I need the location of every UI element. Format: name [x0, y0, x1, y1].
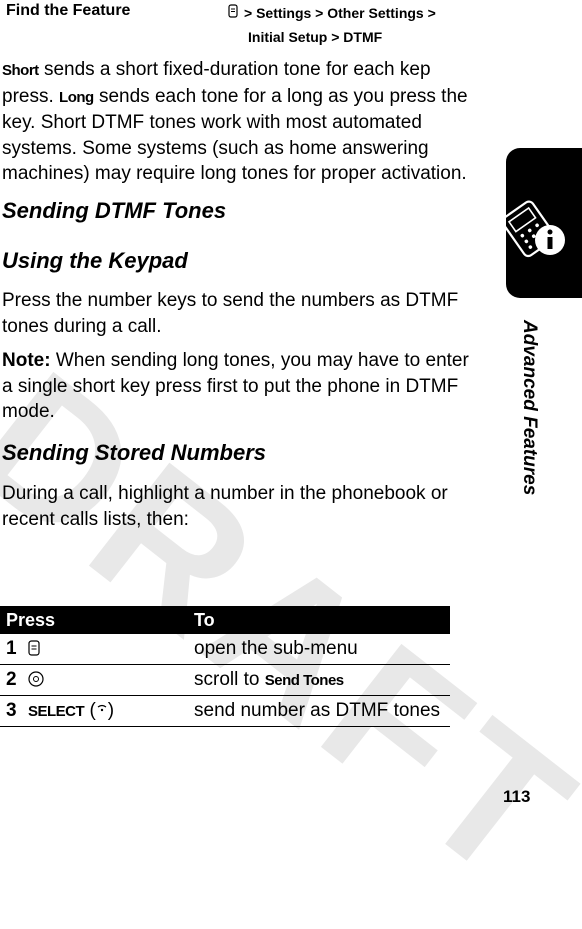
- table-row: 3 SELECT () send number as DTMF tones: [0, 695, 450, 727]
- note-text: When sending long tones, you may have to…: [2, 350, 469, 422]
- table-row: 2 scroll to Send Tones: [0, 664, 450, 696]
- heading-sending-dtmf: Sending DTMF Tones: [2, 198, 227, 223]
- row-number: 1: [0, 634, 22, 665]
- feature-path: > Settings > Other Settings > Initial Se…: [228, 1, 436, 49]
- long-keyword: Long: [59, 88, 94, 106]
- select-softkey-icon: (): [89, 700, 115, 721]
- press-key-cell: SELECT (): [22, 695, 188, 727]
- press-table: Press To 1 open the sub-menu 2: [0, 606, 450, 727]
- chapter-tab: [506, 148, 582, 298]
- send-tones-keyword: Send Tones: [264, 672, 344, 689]
- row-number: 2: [0, 664, 22, 696]
- phone-info-icon: [506, 200, 565, 258]
- note-label: Note:: [2, 350, 51, 371]
- press-key-cell: [22, 664, 188, 696]
- action-cell: send number as DTMF tones: [188, 695, 450, 727]
- long-text: sends each tone for a long as you press …: [2, 85, 468, 185]
- select-key-label: SELECT: [28, 703, 85, 720]
- keypad-paragraph: Press the number keys to send the number…: [2, 290, 459, 337]
- feature-path-line1: > Settings > Other Settings >: [244, 5, 436, 21]
- feature-path-line2: Initial Setup > DTMF: [248, 29, 383, 45]
- table-row: 1 open the sub-menu: [0, 634, 450, 665]
- nav-key-icon: [28, 671, 44, 689]
- press-key-cell: [22, 634, 188, 665]
- chapter-side-label: Advanced Features: [519, 320, 540, 495]
- find-feature-label: Find the Feature: [6, 2, 131, 19]
- col-press-header: Press: [0, 606, 188, 634]
- menu-key-icon: [228, 1, 238, 25]
- page-number: 113: [503, 787, 531, 806]
- menu-key-icon: [28, 640, 42, 658]
- stored-paragraph: During a call, highlight a number in the…: [2, 483, 448, 530]
- short-keyword: Short: [2, 62, 39, 79]
- short-text: sends a short fixed-duration tone for ea…: [2, 59, 431, 107]
- heading-stored-numbers: Sending Stored Numbers: [2, 440, 267, 465]
- col-to-header: To: [188, 606, 450, 634]
- table-header-row: Press To: [0, 606, 450, 634]
- action-cell: open the sub-menu: [188, 634, 450, 665]
- note-paragraph: Note: When sending long tones, you may h…: [2, 348, 482, 425]
- intro-paragraph: Short sends a short fixed-duration tone …: [2, 57, 482, 187]
- side-label-text: Advanced Features: [519, 320, 540, 496]
- action-cell: scroll to Send Tones: [188, 664, 450, 696]
- row-number: 3: [0, 695, 22, 727]
- action-text: scroll to: [194, 669, 265, 690]
- heading-using-keypad: Using the Keypad: [2, 248, 188, 273]
